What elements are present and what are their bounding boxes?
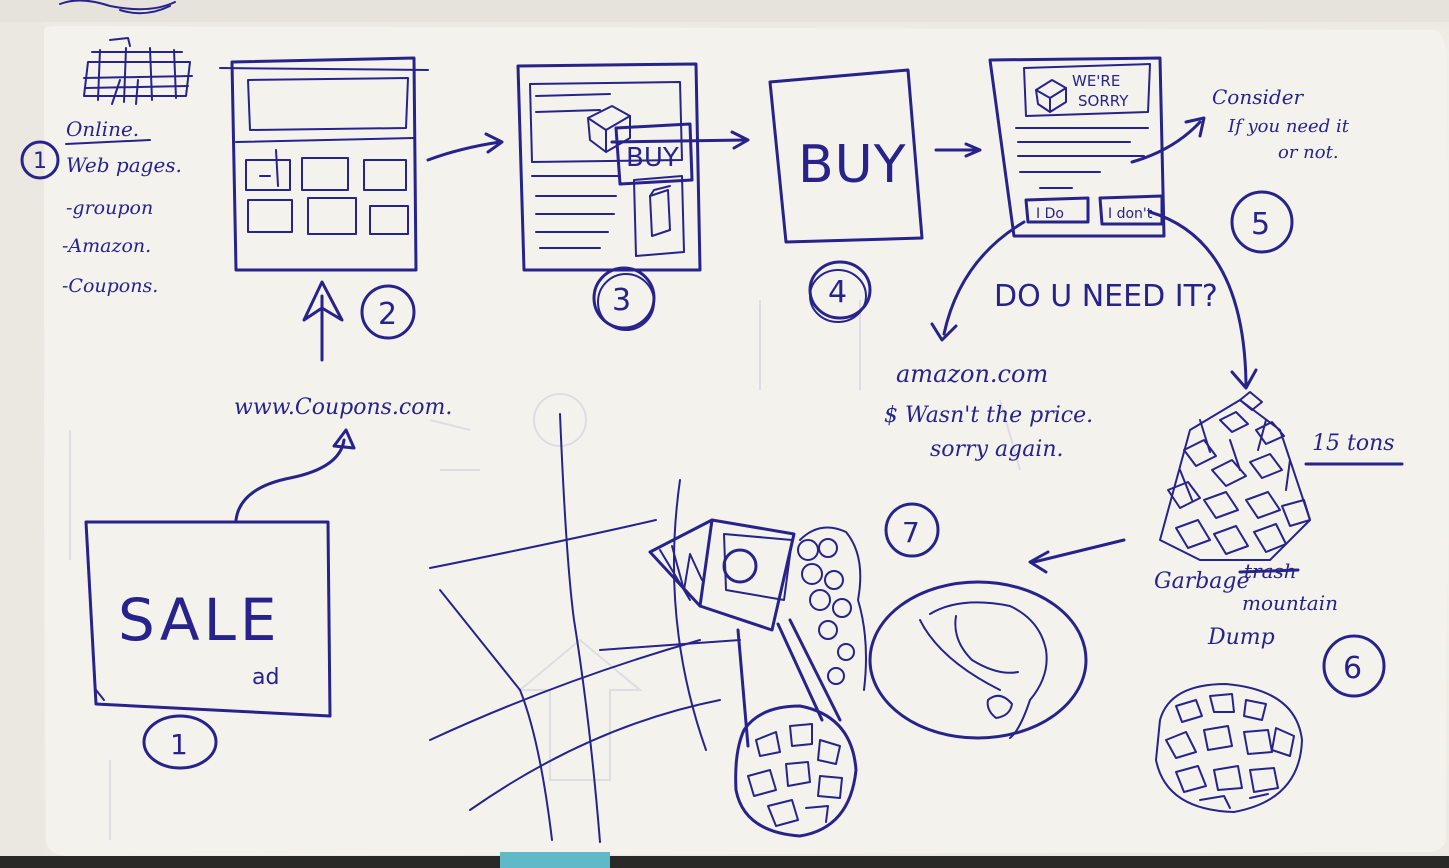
step1-bullet-amazon: -Amazon. — [62, 235, 151, 257]
bookmark-ribbon — [500, 852, 610, 868]
i-do-label: I Do — [1036, 206, 1064, 222]
step2-number: 2 — [378, 297, 397, 332]
step3-buy-button[interactable]: BUY — [614, 122, 694, 186]
box-pile-icon — [1159, 391, 1311, 561]
i-dont-button[interactable]: I don't — [1098, 194, 1164, 226]
step6-number-circle: 6 — [1322, 634, 1386, 698]
arrow-garbage-to-step7 — [1032, 538, 1126, 564]
arrow-step3-to-step4 — [610, 138, 748, 144]
bottle-icon — [633, 175, 685, 257]
amazon-line3: sorry again. — [930, 437, 1064, 462]
arrow-sale-to-url — [234, 438, 346, 522]
step4-buy-screen: BUY 4 — [768, 68, 982, 323]
garbage-label: Garbage — [1154, 569, 1250, 594]
bleed-through-marks — [69, 300, 1021, 840]
step3-buy-label: BUY — [626, 143, 679, 173]
arrow-to-garbage — [1148, 210, 1248, 386]
step1-top-number-circle: 1 — [20, 140, 60, 180]
i-dont-label: I don't — [1108, 206, 1153, 222]
step1-bullet-groupon: -groupon — [66, 197, 153, 219]
tons-label: 15 tons — [1312, 431, 1395, 456]
step1-sale-ad: SALE ad 1 — [84, 428, 356, 770]
sorry-header-line1: WE'RE — [1072, 72, 1120, 90]
step4-number: 4 — [828, 275, 847, 310]
consider-note-line3: or not. — [1278, 142, 1339, 163]
amazon-note: amazon.com $ Wasn't the price. sorry aga… — [884, 360, 1093, 462]
consider-note-line2: If you need it — [1227, 116, 1350, 137]
bottom-dark-edge-right — [610, 856, 1449, 868]
hanging-trash-bag-icon — [734, 618, 858, 838]
step1-bottom-number-circle: 1 — [142, 714, 218, 770]
bottom-dark-edge — [0, 856, 500, 868]
step5-number-circle: 5 — [1230, 190, 1294, 254]
dust-cloud-icon — [797, 526, 867, 691]
step7-number: 7 — [902, 516, 920, 549]
step2-number-circle: 2 — [360, 284, 416, 340]
city-map-lines — [429, 413, 741, 843]
dump-label: Dump — [1207, 625, 1275, 650]
step4-buy-text: BUY — [798, 135, 907, 195]
sorry-header-line2: SORRY — [1078, 92, 1129, 110]
coupons-url: www.Coupons.com. — [234, 395, 452, 420]
step1-bottom-number: 1 — [170, 728, 188, 761]
arrow-to-amazon — [942, 220, 1026, 336]
step1-online-list: 1 Online. Web pages. -groupon -Amazon. -… — [20, 37, 193, 297]
step5-sorry-dialog: WE'RE SORRY I Do I don't Consider If you… — [930, 56, 1350, 390]
box-logo-icon — [1035, 79, 1067, 113]
step3-product-page: BUY 3 — [516, 62, 750, 331]
step7-number-circle: 7 — [884, 502, 940, 558]
top-edge-scribble — [59, 0, 176, 15]
product-box-icon — [587, 105, 631, 153]
step1-web-pages: Web pages. — [66, 153, 182, 177]
consider-note-line1: Consider — [1212, 85, 1305, 109]
paper-sheet — [44, 26, 1446, 856]
step6-garbage-mountain: 15 tons Garbage trash mountain Dump 6 — [1028, 391, 1404, 813]
step3-number: 3 — [612, 283, 631, 318]
ad-text: ad — [252, 665, 279, 690]
notebook-top-edge — [0, 0, 1449, 22]
i-do-button[interactable]: I Do — [1024, 196, 1090, 224]
step7-earth-scene: 7 — [429, 413, 1088, 843]
do-you-need-it-question: DO U NEED IT? — [994, 279, 1218, 314]
step6-number: 6 — [1343, 651, 1362, 686]
amazon-line2: $ Wasn't the price. — [884, 403, 1093, 428]
step1-top-number: 1 — [33, 149, 47, 174]
arrow-step2-to-step3 — [426, 140, 502, 162]
step3-number-circle: 3 — [592, 266, 656, 331]
step4-number-circle: 4 — [808, 260, 872, 323]
earth-globe-icon — [868, 580, 1088, 740]
sale-text: SALE — [118, 586, 281, 654]
amazon-line1: amazon.com — [896, 360, 1048, 388]
web-grid-doodle-icon — [83, 37, 193, 105]
step5-number: 5 — [1251, 207, 1270, 242]
step1-bullet-coupons: -Coupons. — [62, 275, 158, 297]
garbage-truck-icon — [648, 518, 796, 632]
step2-webpage-grid: 2 www.Coupons.com. — [219, 56, 504, 420]
mountain-label: mountain — [1242, 591, 1338, 615]
up-arrow-icon — [302, 280, 344, 362]
trash-ball-icon — [1155, 683, 1303, 813]
arrow-to-consider-note — [1130, 120, 1202, 164]
step1-heading-online: Online. — [66, 117, 139, 141]
